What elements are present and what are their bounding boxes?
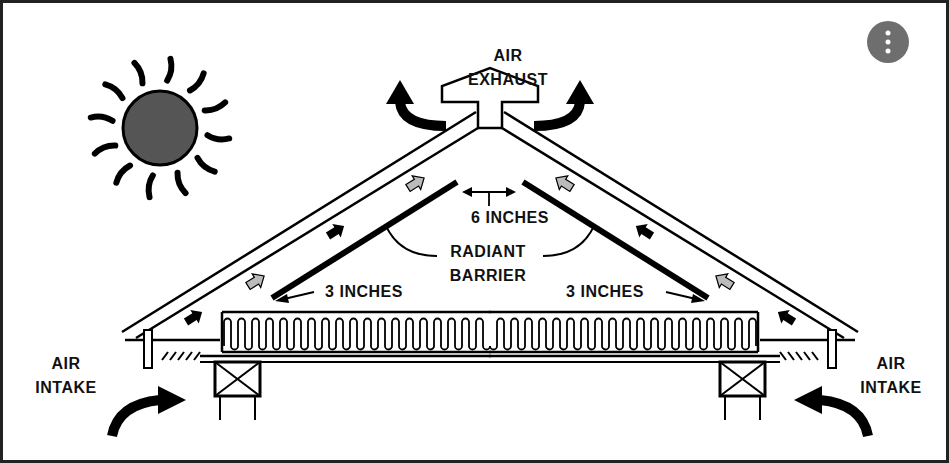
sun-ray — [207, 135, 229, 139]
sun — [91, 59, 229, 197]
roof-half — [112, 80, 491, 436]
dimension-label: 3 INCHES — [316, 280, 412, 304]
sun-ray — [167, 59, 171, 81]
barrier-label: RADIANT BARRIER — [438, 240, 538, 288]
dimension-arrow — [462, 187, 516, 206]
sun-ray — [105, 84, 122, 98]
insulation — [224, 319, 490, 350]
dimension-label: 6 INCHES — [462, 206, 558, 230]
dimension-label: 3 INCHES — [557, 280, 653, 304]
sun-ray — [95, 145, 115, 153]
overlay-button — [867, 21, 909, 63]
sun-ray — [134, 63, 142, 83]
sun-ray — [116, 166, 130, 183]
sun-ray — [91, 117, 113, 121]
sun-ray — [190, 73, 204, 90]
exhaust-label: AIR EXHAUST — [460, 44, 556, 92]
sun-ray — [198, 158, 215, 172]
intake-label: AIR INTAKE — [24, 352, 108, 400]
sun-ray — [177, 173, 185, 193]
sun-ray — [205, 102, 225, 110]
intake-label: AIR INTAKE — [849, 352, 933, 400]
sun-ray — [149, 175, 153, 197]
